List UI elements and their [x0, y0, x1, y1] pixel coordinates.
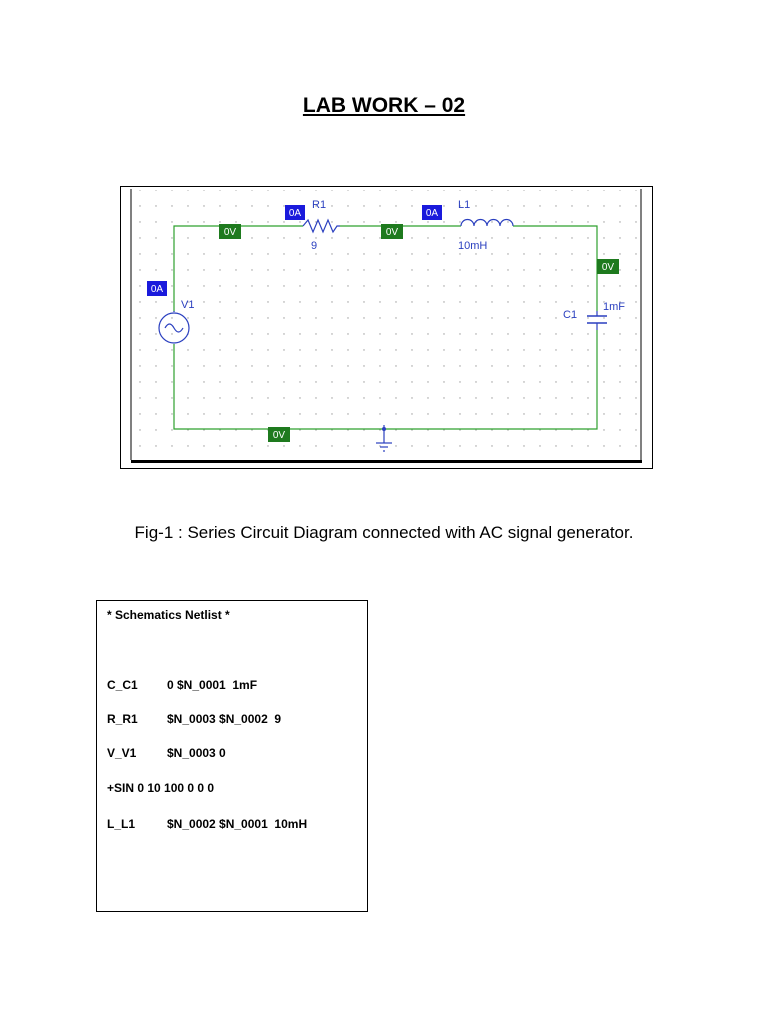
page-title: LAB WORK – 02 [302, 94, 466, 117]
ground-icon [376, 425, 392, 452]
c1-value: 1mF [603, 301, 625, 313]
c1-ref: C1 [563, 309, 577, 321]
voltage-badge-mid[interactable]: 0V [381, 224, 403, 239]
svg-text:0V: 0V [273, 430, 286, 441]
window-bottom-edge [131, 460, 642, 463]
svg-text:0V: 0V [224, 227, 237, 238]
svg-text:0A: 0A [151, 284, 164, 295]
wire-top-left [173, 225, 303, 312]
resistor-r1[interactable] [302, 218, 340, 234]
svg-text:0A: 0A [289, 208, 302, 219]
netlist-line-v1: V_V1$N_0003 0 [107, 746, 226, 760]
sine-wave-icon [164, 323, 184, 333]
netlist-line-l1: L_L1$N_0002 $N_0001 10mH [107, 817, 308, 831]
voltage-badge-right[interactable]: 0V [597, 259, 619, 274]
ground-node [382, 427, 386, 431]
inductor-l1[interactable] [460, 218, 514, 227]
r1-ref: R1 [312, 199, 326, 211]
wire-top-right [513, 225, 598, 311]
voltage-badge-bottom[interactable]: 0V [268, 427, 290, 442]
current-badge-l1[interactable]: 0A [422, 205, 442, 220]
current-badge-v1[interactable]: 0A [147, 281, 167, 296]
svg-text:0A: 0A [426, 208, 439, 219]
svg-text:0V: 0V [602, 262, 615, 273]
svg-text:0V: 0V [386, 227, 399, 238]
netlist-header: * Schematics Netlist * [107, 608, 230, 622]
l1-ref: L1 [458, 199, 470, 211]
netlist-line-sin: +SIN 0 10 100 0 0 0 [107, 781, 215, 795]
ac-source-v1[interactable] [158, 312, 190, 344]
v1-ref: V1 [181, 299, 194, 311]
current-badge-r1[interactable]: 0A [285, 205, 305, 220]
l1-value: 10mH [458, 240, 487, 252]
r1-value: 9 [311, 240, 317, 252]
figure-caption: Fig-1 : Series Circuit Diagram connected… [134, 523, 634, 542]
schematic-canvas: R1 9 L1 10mH C1 1mF V1 0A [130, 189, 642, 463]
netlist-line-r1: R_R1$N_0003 $N_0002 9 [107, 712, 282, 726]
schematic-diagram: R1 9 L1 10mH C1 1mF V1 0A [120, 186, 653, 469]
voltage-badge-top-left[interactable]: 0V [219, 224, 241, 239]
